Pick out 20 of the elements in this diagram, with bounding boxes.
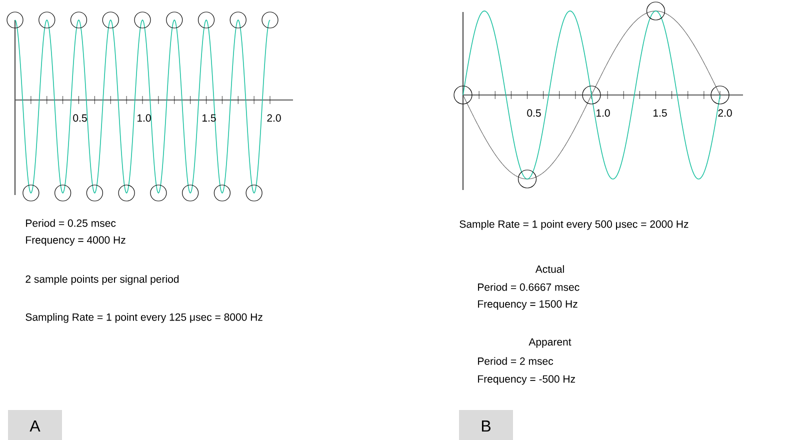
- info-text: Frequency = 1500 Hz: [478, 300, 578, 310]
- tick-label: 1.5: [654, 109, 667, 117]
- info-text: Period = 2 msec: [478, 357, 554, 365]
- tick-label: 2.0: [267, 114, 281, 122]
- tick-label: 0.5: [73, 114, 87, 122]
- info-text: Period = 0.25 msec: [26, 219, 116, 227]
- info-text: Period = 0.6667 msec: [478, 283, 580, 291]
- tick-label: 1.0: [596, 109, 610, 117]
- info-text: Apparent: [528, 338, 572, 348]
- info-text: Frequency = -500 Hz: [478, 375, 575, 385]
- tick-label: 2.0: [718, 109, 732, 117]
- info-text: Sampling Rate = 1 point every 125 μsec = 8000 Hz: [26, 313, 262, 323]
- panel-label-box: B: [459, 410, 513, 440]
- info-text: Actual: [535, 265, 564, 273]
- info-text: Frequency = 4000 Hz: [26, 236, 126, 246]
- panel-label-box: A: [8, 410, 62, 440]
- info-text: 2 sample points per signal period: [26, 275, 179, 285]
- tick-label: 1.0: [138, 114, 151, 122]
- info-text: Sample Rate = 1 point every 500 μsec = 2000 Hz: [460, 220, 688, 230]
- tick-label: 0.5: [527, 109, 541, 117]
